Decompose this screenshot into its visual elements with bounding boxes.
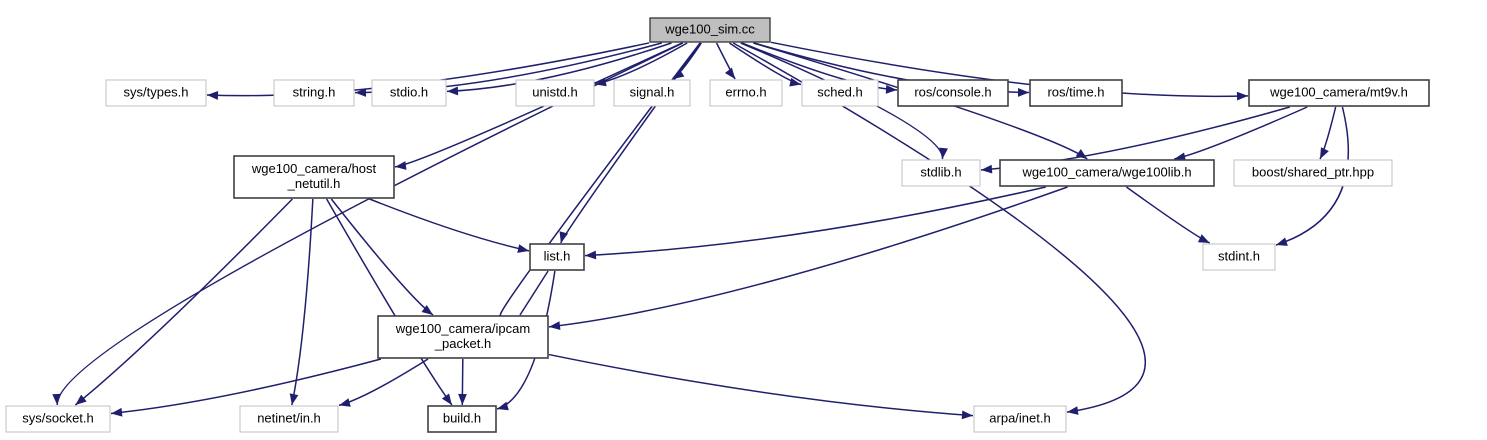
arrowhead-ipcam-to-syssocket [111, 407, 123, 417]
arrowhead-hostnetutil-to-list [517, 244, 529, 253]
arrowhead-list-to-build [497, 401, 509, 411]
node-box-stdlib[interactable] [901, 159, 981, 187]
node-box-rosconsole[interactable] [897, 79, 1009, 107]
node-arpainet[interactable]: arpa/inet.h [973, 405, 1067, 433]
node-wge100lib[interactable]: wge100_camera/wge100lib.h [999, 159, 1215, 187]
edge-mt9v-to-stdint [1275, 106, 1350, 246]
node-hostnetutil[interactable]: wge100_camera/host_netutil.h [233, 155, 395, 199]
node-build[interactable]: build.h [427, 405, 497, 433]
node-box-netinetin[interactable] [239, 405, 339, 433]
edge-hostnetutil-to-build [325, 198, 453, 406]
node-box-systypes[interactable] [105, 79, 207, 107]
edge-wge100lib-to-list [584, 186, 1046, 257]
node-errno[interactable]: errno.h [709, 79, 783, 107]
node-list[interactable]: list.h [529, 243, 585, 271]
node-rostime[interactable]: ros/time.h [1029, 79, 1123, 107]
node-box-wge100lib[interactable] [999, 159, 1215, 187]
edge-root-to-stdlib [740, 42, 944, 160]
node-box-boostsp[interactable] [1233, 159, 1393, 187]
edge-hostnetutil-to-ipcam [330, 198, 434, 316]
node-stdlib[interactable]: stdlib.h [901, 159, 981, 187]
node-box-signal[interactable] [613, 79, 691, 107]
node-rosconsole[interactable]: ros/console.h [897, 79, 1009, 107]
node-systypes[interactable]: sys/types.h [105, 79, 207, 107]
arrowhead-mt9v-to-stdlib [981, 164, 993, 174]
node-stdio[interactable]: stdio.h [371, 79, 447, 107]
edge-ipcam-to-syssocket [110, 358, 382, 415]
node-unistd[interactable]: unistd.h [515, 79, 595, 107]
node-mt9v[interactable]: wge100_camera/mt9v.h [1248, 79, 1430, 107]
node-box-unistd[interactable] [515, 79, 595, 107]
arrowhead-mt9v-to-boostsp [1320, 147, 1329, 159]
edge-layer [52, 41, 1350, 420]
arrowhead-mt9v-to-stdint [1276, 237, 1288, 246]
arrowhead-ipcam-to-netinetin [339, 398, 351, 407]
edge-root-to-syssocket [56, 42, 684, 406]
node-box-stdint[interactable] [1202, 243, 1276, 271]
edge-root-to-hostnetutil [394, 42, 683, 168]
node-sched[interactable]: sched.h [801, 79, 879, 107]
arrowhead-root-to-rosconsole [885, 84, 897, 94]
node-box-sched[interactable] [801, 79, 879, 107]
arrowhead-ipcam-to-build [458, 393, 467, 405]
node-box-build[interactable] [427, 405, 497, 433]
node-box-ipcam[interactable] [377, 315, 549, 359]
arrowhead-hostnetutil-to-netinetin [289, 393, 299, 405]
node-boostsp[interactable]: boost/shared_ptr.hpp [1233, 159, 1393, 187]
edge-list-to-ipcam [519, 270, 549, 316]
arrowhead-hostnetutil-to-build [441, 393, 452, 405]
edge-root-to-stdio [446, 42, 672, 93]
arrowhead-hostnetutil-to-syssocket [75, 394, 87, 405]
arrowhead-mt9v-to-wge100lib [1174, 152, 1186, 162]
edge-hostnetutil-to-list [369, 198, 530, 252]
edge-wge100lib-to-stdint [1125, 186, 1211, 244]
node-box-root[interactable] [649, 17, 771, 43]
arrowhead-root-to-sched [789, 77, 801, 87]
arrowhead-root-to-mt9v [1236, 91, 1248, 101]
arrowhead-root-to-string [355, 88, 367, 97]
arrowhead-root-to-hostnetutil [395, 161, 407, 170]
node-box-arpainet[interactable] [973, 405, 1067, 433]
node-netinetin[interactable]: netinet/in.h [239, 405, 339, 433]
node-string[interactable]: string.h [273, 79, 355, 107]
arrowhead-root-to-list [559, 231, 569, 243]
arrowhead-root-to-systypes [207, 91, 219, 100]
node-syssocket[interactable]: sys/socket.h [5, 405, 111, 433]
node-box-hostnetutil[interactable] [233, 155, 395, 199]
edge-root-to-rosconsole [741, 42, 898, 91]
arrowhead-root-to-arpainet [1067, 406, 1079, 415]
node-box-syssocket[interactable] [5, 405, 111, 433]
node-box-rostime[interactable] [1029, 79, 1123, 107]
arrowhead-hostnetutil-to-ipcam [421, 304, 434, 315]
arrowhead-root-to-rostime [1017, 88, 1029, 97]
edge-hostnetutil-to-netinetin [291, 198, 314, 406]
node-box-stdio[interactable] [371, 79, 447, 107]
arrowhead-wge100lib-to-stdint [1197, 234, 1210, 243]
arrowhead-root-to-stdlib [939, 147, 948, 159]
arrowhead-root-to-syssocket [52, 393, 62, 405]
edge-root-to-arpainet [732, 42, 1147, 413]
node-ipcam[interactable]: wge100_camera/ipcam_packet.h [377, 315, 549, 359]
edge-wge100lib-to-ipcam [548, 186, 1068, 328]
node-box-list[interactable] [529, 243, 585, 271]
arrowhead-wge100lib-to-list [585, 250, 597, 260]
node-box-errno[interactable] [709, 79, 783, 107]
arrowhead-root-to-errno [724, 67, 736, 79]
arrowhead-ipcam-to-arpainet [961, 410, 973, 420]
edge-root-to-wge100lib [753, 42, 1088, 160]
node-stdint[interactable]: stdint.h [1202, 243, 1276, 271]
node-signal[interactable]: signal.h [613, 79, 691, 107]
node-box-string[interactable] [273, 79, 355, 107]
arrowhead-wge100lib-to-ipcam [549, 321, 561, 330]
node-layer: wge100_sim.cc sys/types.h string.h stdio.h u… [5, 17, 1430, 433]
node-box-mt9v[interactable] [1248, 79, 1430, 107]
arrowhead-root-to-stdio [447, 86, 459, 96]
edge-ipcam-to-arpainet [548, 353, 974, 417]
node-root[interactable]: wge100_sim.cc [649, 17, 771, 43]
edge-root-to-list [560, 42, 702, 244]
edge-hostnetutil-to-syssocket [74, 198, 293, 406]
